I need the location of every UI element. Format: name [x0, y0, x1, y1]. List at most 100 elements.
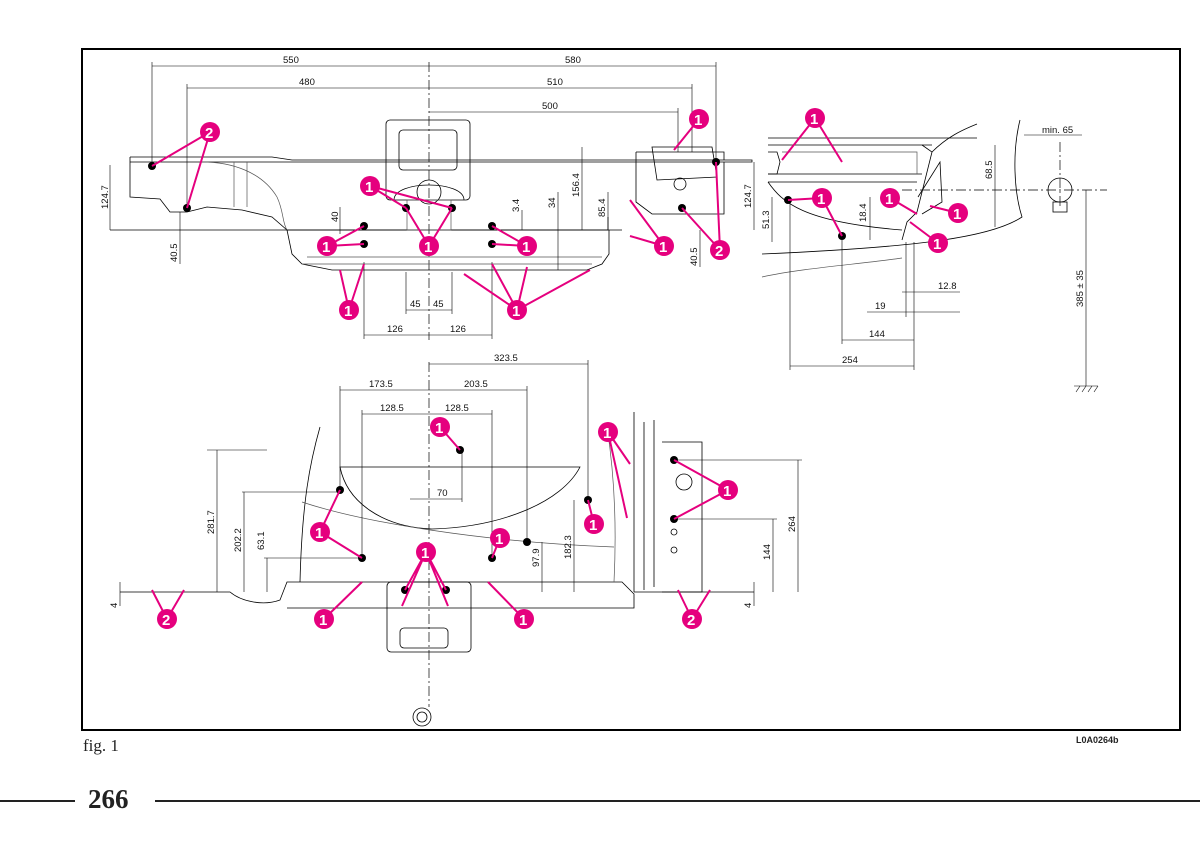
callout-1: 1 [317, 236, 337, 256]
dim-480: 480 [299, 77, 315, 88]
dim-385-tol: 385 ± 35 [1075, 270, 1086, 307]
dim-min-65: min. 65 [1042, 125, 1073, 136]
dim-18-4: 18.4 [858, 204, 869, 223]
callout-1: 1 [514, 609, 534, 629]
callout-1: 1 [689, 109, 709, 129]
dim-128-5-right: 128.5 [445, 403, 469, 414]
callout-2: 2 [710, 240, 730, 260]
svg-text:1: 1 [694, 112, 702, 129]
callout-1: 1 [339, 300, 359, 320]
top-view: 550 580 480 510 500 124.7 40.5 40 3.4 34… [100, 55, 755, 340]
callout-1: 1 [507, 300, 527, 320]
fixing-point [523, 538, 531, 546]
dim-202-2: 202.2 [233, 528, 244, 552]
callout-1: 1 [490, 528, 510, 548]
dim-19: 19 [875, 301, 886, 312]
svg-text:1: 1 [723, 483, 731, 500]
callout-1: 1 [654, 236, 674, 256]
dim-4-right: 4 [743, 603, 754, 608]
svg-text:1: 1 [495, 531, 503, 548]
dim-126-left: 126 [387, 324, 403, 335]
svg-text:1: 1 [512, 303, 520, 320]
dim-68-5: 68.5 [984, 161, 995, 180]
callout-1: 1 [419, 236, 439, 256]
dim-173-5: 173.5 [369, 379, 393, 390]
callout-1: 1 [416, 542, 436, 562]
dim-144: 144 [869, 329, 885, 340]
svg-text:1: 1 [435, 420, 443, 437]
page-rule [155, 800, 1200, 802]
callout-1: 1 [812, 188, 832, 208]
svg-text:1: 1 [953, 206, 961, 223]
callout-1: 1 [584, 514, 604, 534]
svg-text:1: 1 [365, 179, 373, 196]
dim-264: 264 [787, 516, 798, 532]
svg-text:1: 1 [589, 517, 597, 534]
side-view: min. 65 68.5 51.3 18.4 12.8 19 144 254 3… [761, 108, 1107, 393]
svg-text:1: 1 [659, 239, 667, 256]
drawing-code: L0A0264b [1076, 735, 1119, 745]
page-number: 266 [88, 784, 129, 814]
dim-40: 40 [330, 211, 341, 222]
svg-text:1: 1 [322, 239, 330, 256]
dim-281-7: 281.7 [206, 510, 217, 534]
callout-2: 2 [200, 122, 220, 142]
figure-caption: fig. 1 [83, 736, 119, 755]
page-rule [0, 800, 75, 802]
svg-text:1: 1 [522, 239, 530, 256]
callout-1: 1 [598, 422, 618, 442]
dim-500: 500 [542, 101, 558, 112]
drawing-frame: 550 580 480 510 500 124.7 40.5 40 3.4 34… [81, 48, 1181, 731]
svg-text:1: 1 [424, 239, 432, 256]
callout-2: 2 [682, 609, 702, 629]
svg-text:1: 1 [315, 525, 323, 542]
callout-1: 1 [718, 480, 738, 500]
callout-1: 1 [360, 176, 380, 196]
callout-1: 1 [430, 417, 450, 437]
dim-34: 34 [547, 197, 558, 208]
callout-1: 1 [310, 522, 330, 542]
svg-text:2: 2 [205, 125, 213, 142]
svg-text:1: 1 [810, 111, 818, 128]
dim-550: 550 [283, 55, 299, 66]
dim-3-4: 3.4 [511, 199, 522, 212]
dim-97-9: 97.9 [531, 549, 542, 568]
dim-70: 70 [437, 488, 448, 499]
callout-2: 2 [157, 609, 177, 629]
svg-text:1: 1 [885, 191, 893, 208]
svg-text:2: 2 [687, 612, 695, 629]
dim-40-5-right: 40.5 [689, 248, 700, 267]
dim-40-5-left: 40.5 [169, 244, 180, 263]
svg-text:1: 1 [421, 545, 429, 562]
dim-45-right: 45 [433, 299, 444, 310]
dim-45-left: 45 [410, 299, 421, 310]
dim-182-3: 182.3 [563, 535, 574, 559]
svg-text:1: 1 [519, 612, 527, 629]
callout-1: 1 [880, 188, 900, 208]
svg-text:1: 1 [933, 236, 941, 253]
svg-text:1: 1 [344, 303, 352, 320]
dim-126-right: 126 [450, 324, 466, 335]
callout-1: 1 [314, 609, 334, 629]
dim-85-4: 85.4 [597, 199, 608, 218]
dim-4-left: 4 [109, 603, 120, 608]
dim-323-5: 323.5 [494, 353, 518, 364]
dim-510: 510 [547, 77, 563, 88]
dim-124-7-left: 124.7 [100, 185, 111, 209]
callout-1: 1 [928, 233, 948, 253]
technical-drawing: 550 580 480 510 500 124.7 40.5 40 3.4 34… [100, 55, 1107, 727]
callout-1: 1 [805, 108, 825, 128]
svg-text:2: 2 [715, 243, 723, 260]
dim-254: 254 [842, 355, 858, 366]
dim-203-5: 203.5 [464, 379, 488, 390]
dim-580: 580 [565, 55, 581, 66]
svg-text:1: 1 [319, 612, 327, 629]
dim-144-rear: 144 [762, 544, 773, 560]
dim-124-7-right: 124.7 [743, 184, 754, 208]
dim-63-1: 63.1 [256, 532, 267, 551]
dim-12-8: 12.8 [938, 281, 957, 292]
bottom-view: 323.5 173.5 203.5 128.5 128.5 70 281.7 2… [109, 353, 802, 727]
svg-text:1: 1 [817, 191, 825, 208]
dim-156-4: 156.4 [571, 173, 582, 197]
callout-1: 1 [517, 236, 537, 256]
